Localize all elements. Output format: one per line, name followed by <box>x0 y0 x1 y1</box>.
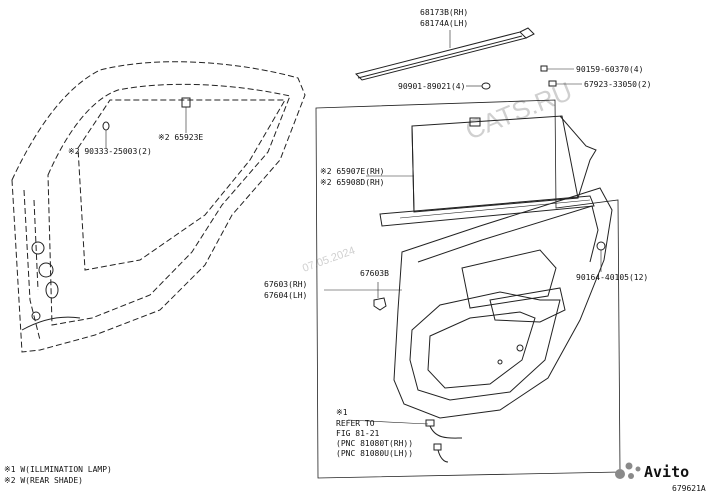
clip-90159 <box>540 65 574 72</box>
label-65907e: ※2 65907E(RH) <box>320 167 385 176</box>
screw-90164 <box>596 241 606 272</box>
assembly-frame <box>315 99 621 479</box>
weatherstrip-68173b <box>355 27 535 81</box>
label-90164: 90164-40105(12) <box>576 273 648 282</box>
label-67603-rh: 67603(RH) <box>264 280 307 289</box>
rear-shade <box>366 115 597 227</box>
label-67604-lh: 67604(LH) <box>264 291 307 300</box>
clip-90901 <box>466 82 491 90</box>
ref-line-3: (PNC 81080T(RH)) <box>336 439 413 448</box>
door-trim-panel <box>324 187 613 419</box>
ref-line-2: FIG 81-21 <box>336 429 380 438</box>
watermark-date: 07.05.2024 <box>301 245 357 275</box>
logo-text: Avito <box>644 463 689 481</box>
ref-line-4: (PNC 81080U(LH)) <box>336 449 413 458</box>
note-rear-shade: ※2 W(REAR SHADE) <box>4 476 83 485</box>
illumination-lamp-wire <box>347 419 463 463</box>
label-65923e: ※2 65923E <box>158 133 203 142</box>
avito-logo: Avito <box>614 460 706 482</box>
label-67923: 67923-33050(2) <box>584 80 651 89</box>
label-90333: ※2 90333-25003(2) <box>68 147 152 156</box>
screw-90333 <box>102 121 110 148</box>
ref-mark: ※1 <box>336 408 348 417</box>
label-65908d: ※2 65908D(RH) <box>320 178 385 187</box>
logo-dot-4 <box>635 466 641 472</box>
door-body <box>11 61 306 353</box>
logo-dot-2 <box>625 462 633 470</box>
figure-id: 679621A <box>672 484 706 493</box>
label-90901: 90901-89021(4) <box>398 82 465 91</box>
label-68174a: 68174A(LH) <box>420 19 468 28</box>
label-68173b: 68173B(RH) <box>420 8 468 17</box>
logo-dot-3 <box>628 473 634 479</box>
clip-67603b <box>373 282 387 311</box>
label-67603b: 67603B <box>360 269 389 278</box>
ref-line-1: REFER TO <box>336 419 375 428</box>
label-90159: 90159-60370(4) <box>576 65 643 74</box>
clip-67923 <box>548 80 582 87</box>
logo-dot-1 <box>615 469 625 479</box>
note-illumination-lamp: ※1 W(ILLMINATION LAMP) <box>4 465 112 474</box>
clip-65923e <box>181 97 191 133</box>
